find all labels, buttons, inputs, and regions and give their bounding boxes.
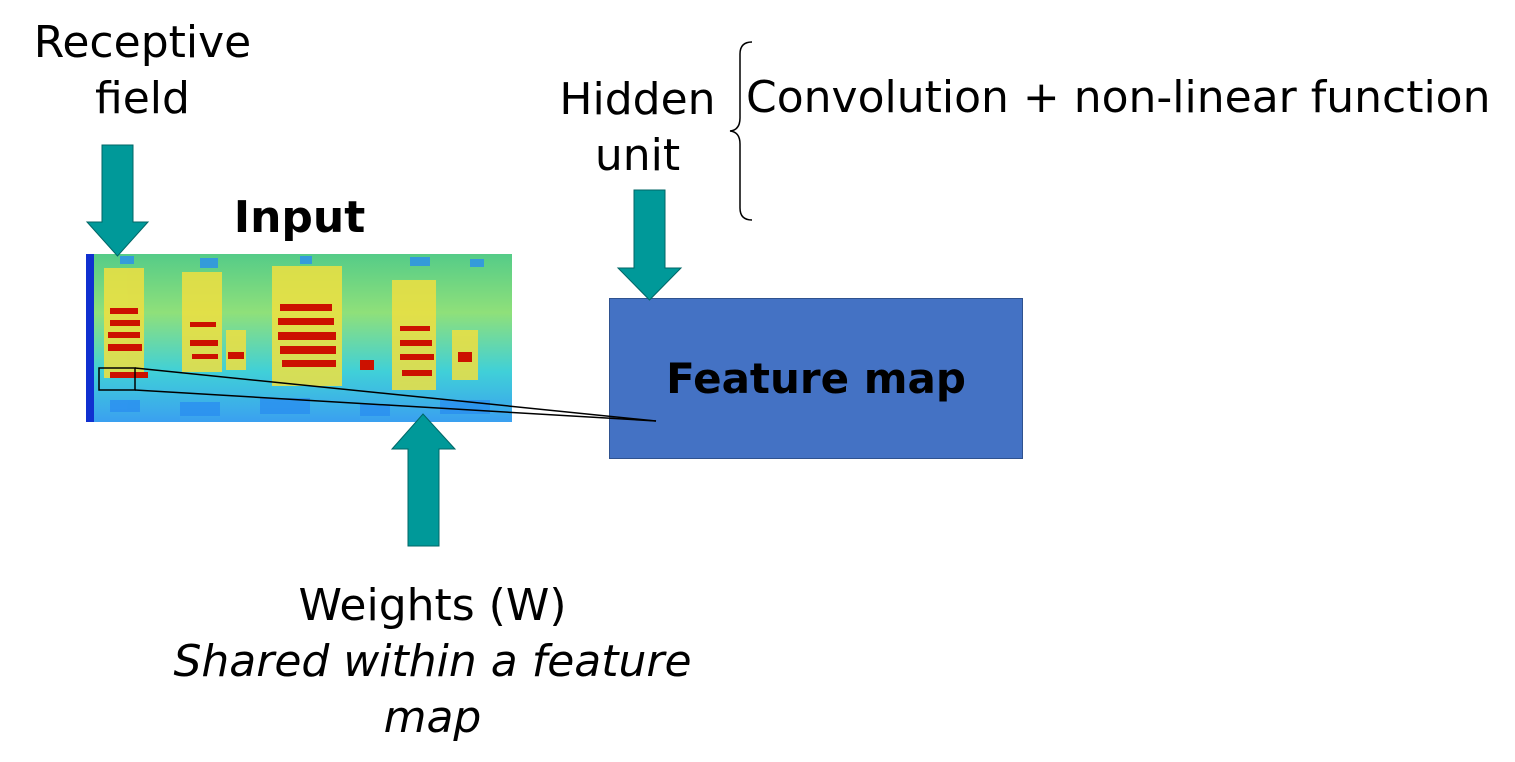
feature-map-box: Feature map <box>609 298 1023 459</box>
receptive-field-line2: field <box>95 73 190 124</box>
hidden-unit-line2: unit <box>594 130 681 181</box>
receptive-field-line1: Receptive <box>33 17 252 68</box>
spectrogram-image <box>86 254 512 422</box>
shared-line1: Shared within a feature <box>173 636 692 687</box>
convolution-label: Convolution + non-linear function <box>746 72 1491 123</box>
feature-map-label: Feature map <box>666 354 966 403</box>
receptive-field-arrow-icon <box>85 144 150 257</box>
weights-line: Weights (W) <box>298 580 567 631</box>
receptive-field-label: Receptive field <box>30 15 255 127</box>
connection-lines <box>134 367 657 422</box>
hidden-unit-line1: Hidden <box>559 74 716 125</box>
weights-label: Weights (W) Shared within a feature map <box>150 578 715 746</box>
input-label: Input <box>233 192 366 243</box>
hidden-unit-arrow-icon <box>616 189 683 301</box>
weights-arrow-icon <box>390 413 457 547</box>
hidden-unit-label: Hidden unit <box>555 72 720 184</box>
convolution-brace <box>729 41 753 221</box>
receptive-field-box <box>98 367 136 391</box>
shared-line2: map <box>383 692 482 743</box>
